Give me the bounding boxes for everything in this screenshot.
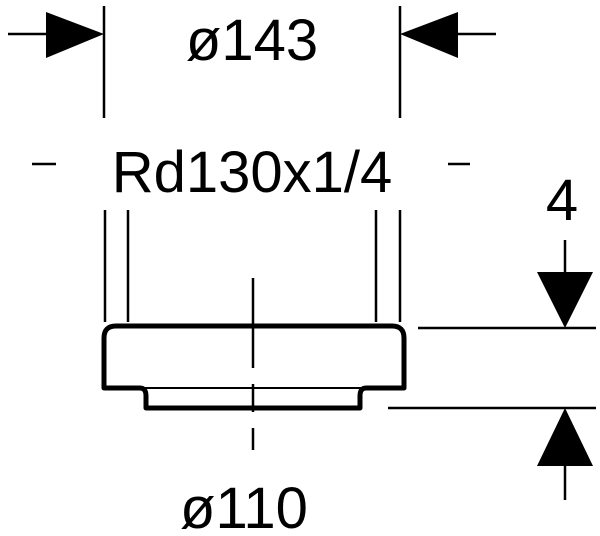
thread-label: Rd130x1/4: [112, 140, 393, 205]
height-dimension-label: 4: [546, 168, 578, 233]
top-arrow-left: [46, 12, 104, 58]
top-diameter-label: ø143: [186, 8, 318, 73]
part-outline: [101, 323, 407, 411]
bottom-diameter-label: ø110: [180, 476, 308, 536]
top-diameter-dimension: ø143: [8, 6, 496, 118]
thread-extension-lines: [103, 210, 402, 322]
thread-callout: Rd130x1/4: [32, 140, 470, 205]
top-arrow-right: [400, 12, 458, 58]
height-arrow-down: [537, 272, 593, 328]
height-dimension: 4: [388, 168, 596, 500]
height-arrow-up: [537, 408, 593, 466]
